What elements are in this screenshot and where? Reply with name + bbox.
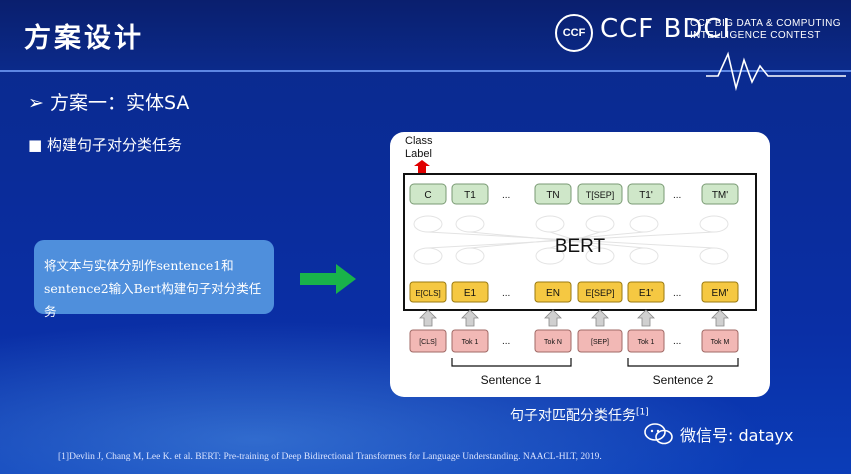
input-token-row: [CLS] Tok 1 ... Tok N [SEP] Tok 1 ... To… xyxy=(409,329,739,353)
class-label-line1: Class xyxy=(405,135,433,147)
input-token-tok1p-label: Tok 1 xyxy=(638,339,655,346)
top-token-row: C T1 ... TN T[SEP] T1' ... TM' xyxy=(409,183,739,205)
embed-ellipsis-2: ... xyxy=(673,288,681,299)
sentence1-bracket xyxy=(451,358,572,367)
citation-footnote: [1]Devlin J, Chang M, Lee K. et al. BERT… xyxy=(58,452,602,462)
embed-ellipsis-1: ... xyxy=(502,288,510,299)
input-up-arrows xyxy=(419,309,729,327)
right-arrow-icon xyxy=(300,264,356,294)
embedding-row: E[CLS] E1 ... EN E[SEP] E1' ... EM' xyxy=(409,281,739,303)
bert-diagram-panel: Class Label BERT C T1 ... TN T xyxy=(390,132,770,397)
input-token-cls-label: [CLS] xyxy=(419,339,437,346)
top-token-c xyxy=(409,183,447,205)
input-ellipsis-2: ... xyxy=(673,336,681,347)
top-token-t1p-label: T1' xyxy=(639,190,653,201)
input-token-tokn xyxy=(534,329,572,353)
top-token-tn xyxy=(534,183,572,205)
embed-token-e1 xyxy=(451,281,489,303)
embed-token-en-label: EN xyxy=(546,288,560,299)
header-bar xyxy=(0,0,851,70)
caption-text: 句子对匹配分类任务 xyxy=(510,408,636,424)
seal-text: CCF xyxy=(562,27,586,39)
input-token-tok1 xyxy=(451,329,489,353)
embed-token-emp xyxy=(701,281,739,303)
input-token-cls xyxy=(409,329,447,353)
bert-label: BERT xyxy=(555,236,606,257)
top-token-tmp-label: TM' xyxy=(712,190,728,201)
top-token-t1-label: T1 xyxy=(464,190,476,201)
embed-token-en xyxy=(534,281,572,303)
top-ellipsis-2: ... xyxy=(673,190,681,201)
embed-token-emp-label: EM' xyxy=(712,288,729,299)
caption-superscript: [1] xyxy=(636,407,649,418)
header-divider xyxy=(0,70,851,72)
scheme-heading: ➢ 方案一：实体SA xyxy=(28,92,190,114)
class-label-arrow-icon xyxy=(414,160,430,174)
embed-token-cls xyxy=(409,281,447,303)
top-token-tn-label: TN xyxy=(546,190,559,201)
top-token-tmp xyxy=(701,183,739,205)
top-token-t1 xyxy=(451,183,489,205)
input-token-tokn-label: Tok N xyxy=(544,339,562,346)
embed-token-sep xyxy=(577,281,623,303)
description-line1: 将文本与实体分别作sentence1和 xyxy=(44,258,234,273)
input-token-tokm-label: Tok M xyxy=(711,339,730,346)
class-label-line2: Label xyxy=(405,148,432,160)
top-token-c-label: C xyxy=(424,190,431,201)
slide-title: 方案设计 xyxy=(24,23,144,54)
contest-name-line2: INTELLIGENCE CONTEST xyxy=(690,30,821,41)
input-ellipsis-1: ... xyxy=(502,336,510,347)
sentence2-bracket xyxy=(627,358,739,367)
top-token-tsep-label: T[SEP] xyxy=(586,190,615,200)
sentence2-label: Sentence 2 xyxy=(653,373,714,387)
input-token-sep-label: [SEP] xyxy=(591,339,609,346)
top-ellipsis-1: ... xyxy=(502,190,510,201)
bert-diagram: Class Label BERT C T1 ... TN T xyxy=(403,135,757,387)
ccf-bdci-logo: CCF BDCI xyxy=(600,14,732,44)
input-token-tok1-label: Tok 1 xyxy=(462,339,479,346)
top-token-t1p xyxy=(627,183,665,205)
description-box: 将文本与实体分别作sentence1和 sentence2输入Bert构建句子对… xyxy=(34,240,274,319)
contest-seal-icon: CCF xyxy=(555,14,593,52)
top-token-tsep xyxy=(577,183,623,205)
input-token-tok1p xyxy=(627,329,665,353)
wechat-watermark: 微信号: datayx xyxy=(680,426,794,445)
sentence1-label: Sentence 1 xyxy=(481,373,542,387)
input-token-tokm xyxy=(701,329,739,353)
embed-token-sep-label: E[SEP] xyxy=(585,288,614,298)
embed-token-cls-label: E[CLS] xyxy=(415,289,440,298)
embed-token-e1p-label: E1' xyxy=(639,288,653,299)
embed-token-e1p xyxy=(627,281,665,303)
bert-internal-layers xyxy=(413,215,729,265)
embed-token-e1-label: E1 xyxy=(464,288,477,299)
input-token-sep xyxy=(577,329,623,353)
wechat-icon xyxy=(644,423,673,445)
contest-name: CCF BIG DATA & COMPUTING INTELLIGENCE CO… xyxy=(690,18,841,42)
pulse-line-icon xyxy=(706,51,846,92)
contest-name-line1: CCF BIG DATA & COMPUTING xyxy=(690,18,841,29)
diagram-caption: 句子对匹配分类任务[1] xyxy=(510,405,649,425)
bullet-point: ■ 构建句子对分类任务 xyxy=(28,136,182,154)
description-line2: sentence2输入Bert构建句子对分类任务 xyxy=(44,281,262,319)
